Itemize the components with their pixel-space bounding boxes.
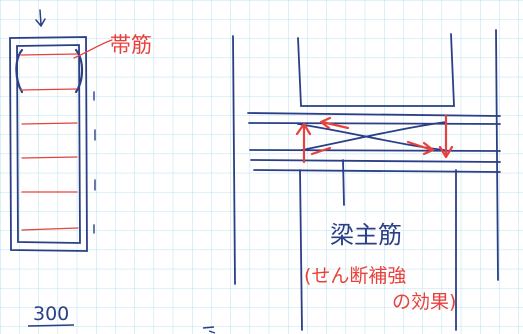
fragment-stroke <box>202 326 216 334</box>
upper-column-outline <box>297 33 455 107</box>
right-arrow-icon <box>406 140 435 156</box>
corner-bar-top-left <box>15 48 24 94</box>
hoop-bars <box>20 39 113 231</box>
hoop-leader-line <box>73 39 113 59</box>
beam-bar-line-3 <box>249 149 501 152</box>
column-outer-outline <box>9 36 88 252</box>
dimension-label: 300 <box>33 303 69 325</box>
left-arrow-icon <box>319 116 350 130</box>
shear-note-line1: (せん断補強 <box>304 265 406 287</box>
beam-bar-line-4 <box>250 159 501 163</box>
small-up-arrow-icon <box>310 146 332 156</box>
beam-bar-line-2 <box>248 122 501 125</box>
shear-note-line2: の効果) <box>392 291 456 313</box>
force-arrows <box>295 114 454 164</box>
hoop-bar-label: 帯筋 <box>110 33 152 57</box>
lower-column-outline <box>299 169 457 331</box>
up-arrow-icon <box>295 122 312 164</box>
dimension-line <box>27 324 75 327</box>
outer-bracket-left <box>232 35 236 285</box>
corner-bar-top-right <box>74 48 84 94</box>
beam-bar-line-1 <box>247 112 501 117</box>
beam-bar-line-5 <box>253 169 501 173</box>
outer-bracket-right <box>495 29 499 281</box>
beam-bar-label: 梁主筋 <box>330 221 402 249</box>
down-arrow-icon <box>438 114 454 159</box>
diagonal-strut-2 <box>301 121 447 151</box>
column-section-sketch <box>9 9 96 252</box>
beam-bar-leader <box>342 159 345 206</box>
down-arrow-icon <box>35 9 46 28</box>
column-inner-outline <box>16 44 81 244</box>
side-tick-marks <box>93 91 96 234</box>
